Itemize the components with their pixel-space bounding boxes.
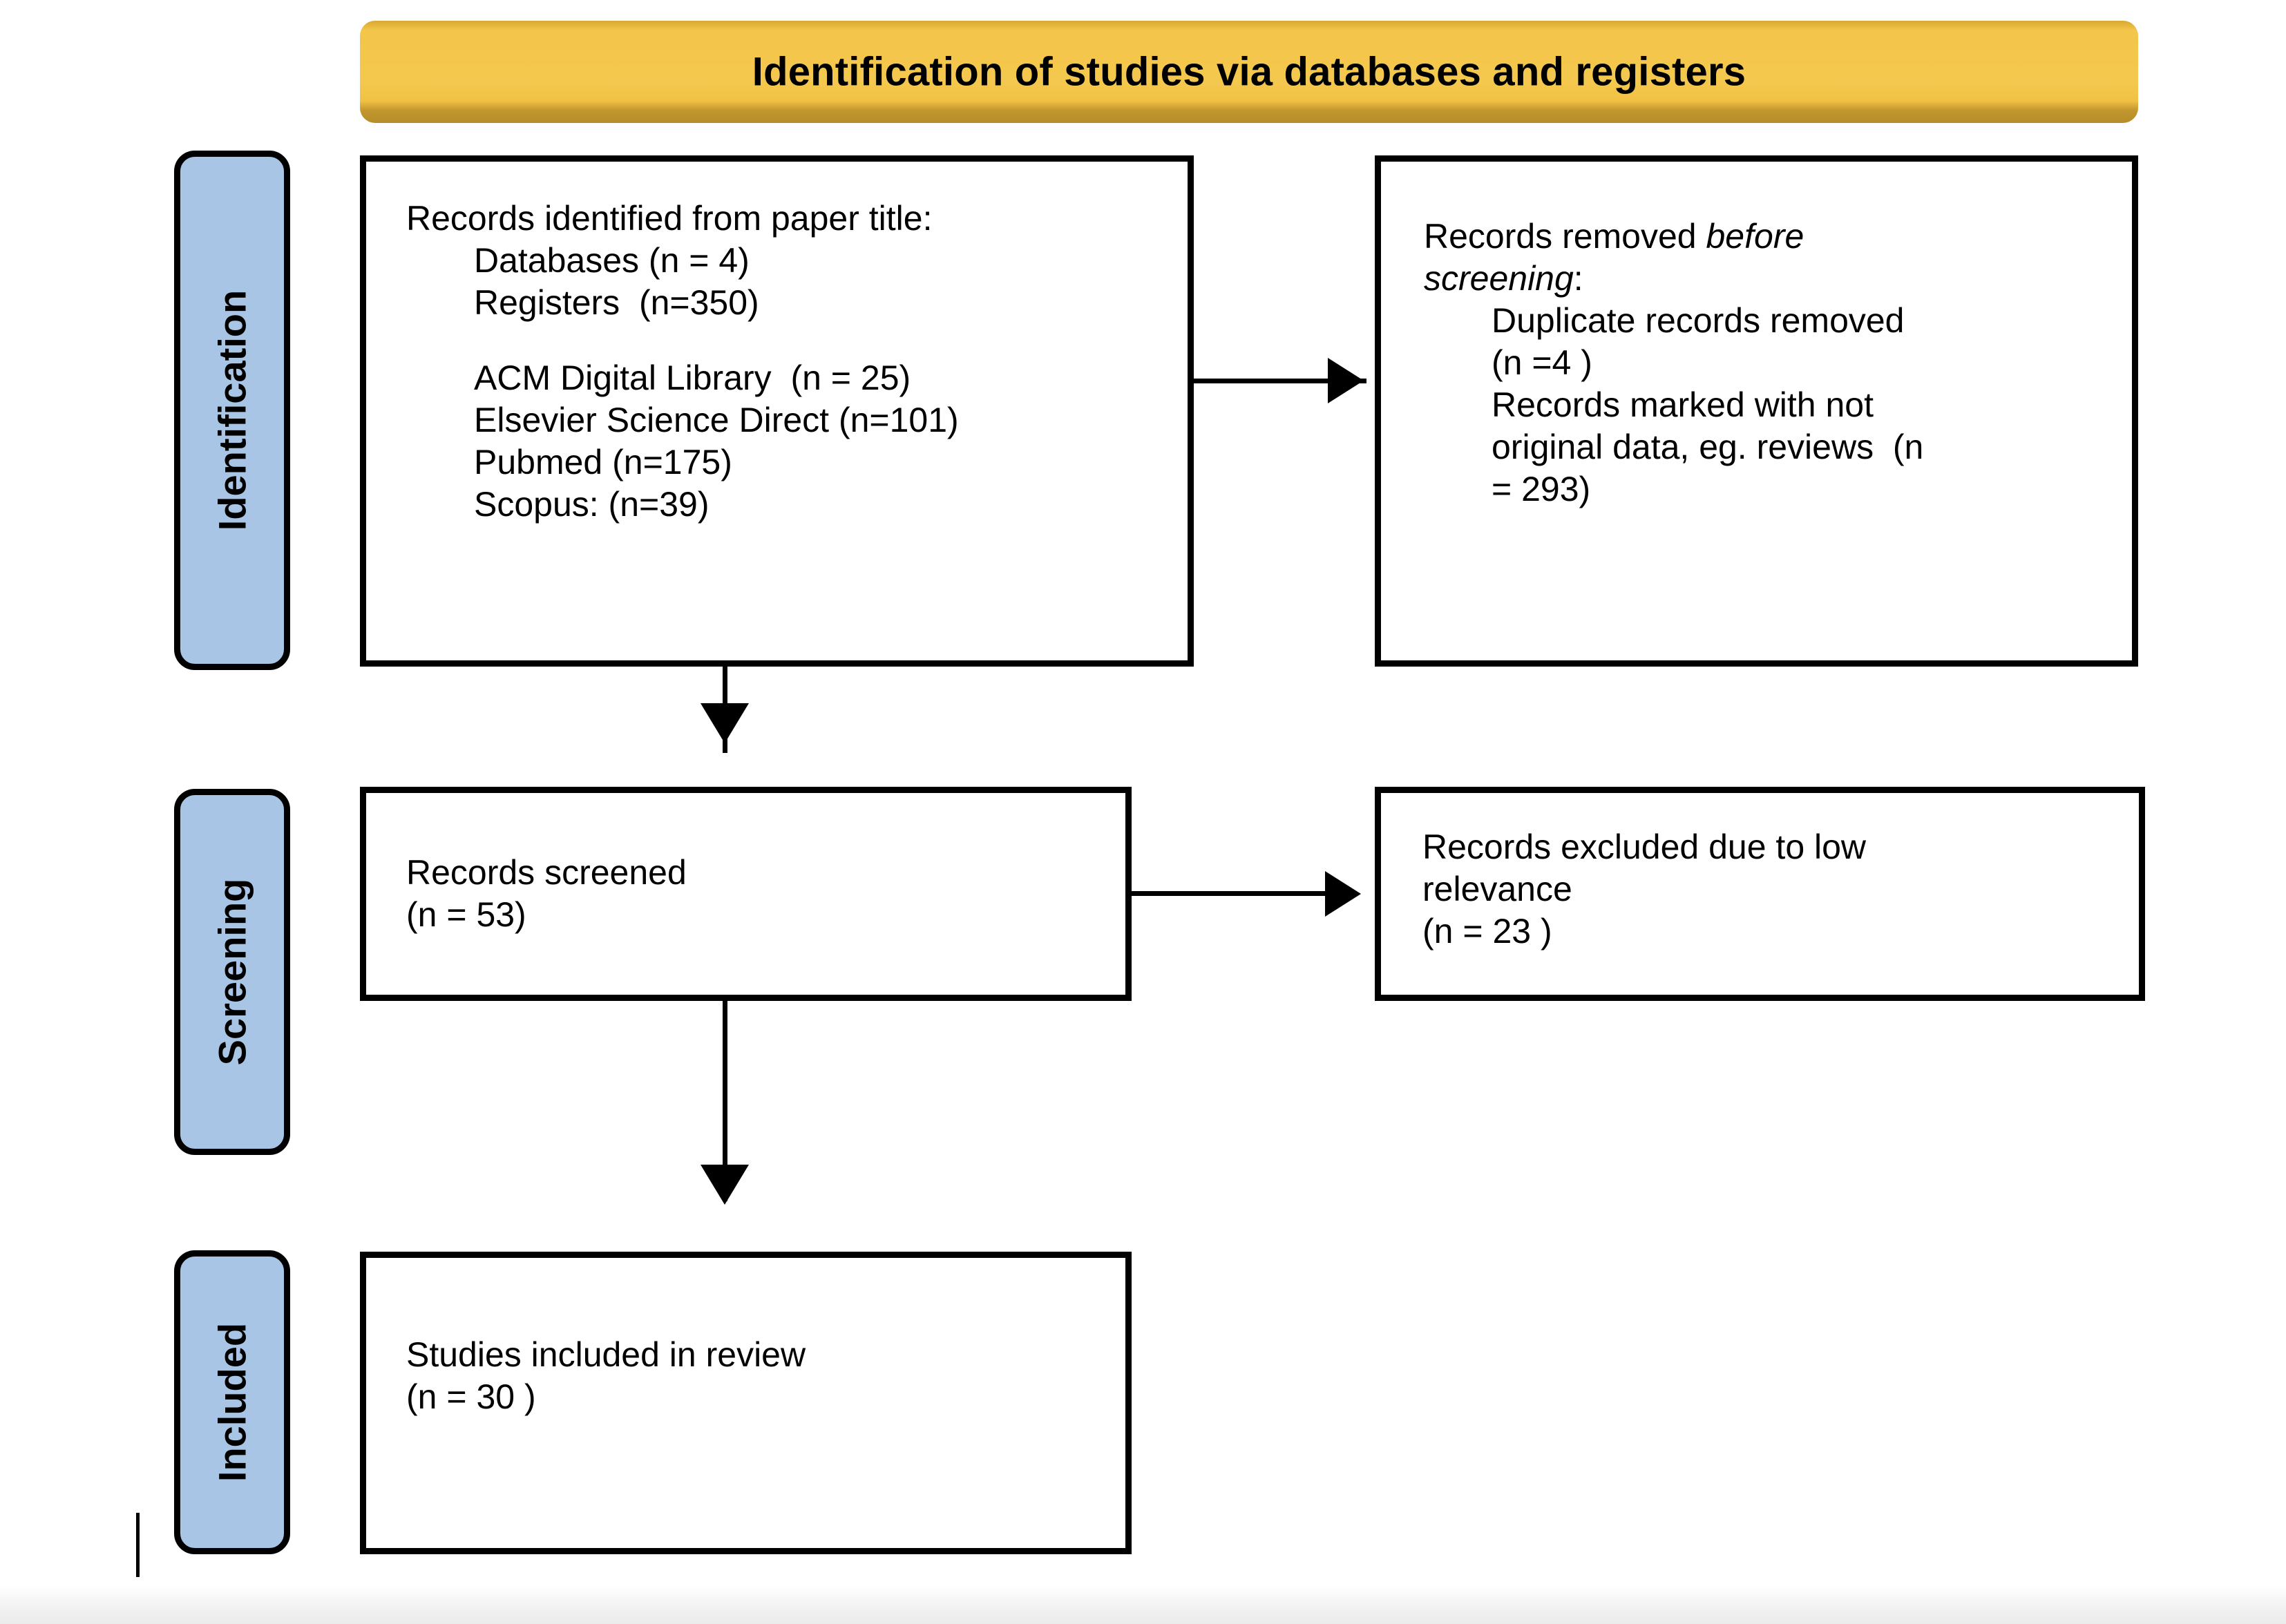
stage-label-screening-text: Screening (210, 878, 254, 1066)
stage-label-screening: Screening (174, 789, 290, 1155)
studies-included-line-1: Studies included in review (406, 1335, 806, 1374)
stage-label-included: Included (174, 1250, 290, 1554)
arrow-screened-to-included-line (723, 1001, 727, 1201)
records-identified-line-6: Scopus: (n=39) (474, 484, 709, 524)
records-removed-line-2: (n =4 ) (1492, 343, 1592, 382)
records-removed-heading-prefix: Records removed (1424, 217, 1706, 256)
stage-label-included-text: Included (210, 1322, 254, 1482)
arrow-screened-to-excluded-head (1325, 871, 1361, 917)
box-records-excluded-text: Records excluded due to low relevance (n… (1422, 826, 2125, 953)
box-records-removed-text: Records removed before screening: Duplic… (1424, 216, 2118, 510)
stage-label-identification: Identification (174, 151, 290, 670)
stage-label-identification-text: Identification (210, 289, 254, 531)
box-studies-included: Studies included in review (n = 30 ) (360, 1252, 1132, 1554)
records-removed-heading-emphasis: before (1706, 217, 1804, 256)
records-removed-heading-colon: : (1573, 259, 1583, 298)
box-records-identified-text: Records identified from paper title: Dat… (406, 198, 1174, 526)
diagram-title-banner: Identification of studies via databases … (360, 21, 2138, 123)
records-removed-heading-line-1: Records removed before (1424, 216, 2118, 258)
arrow-identified-to-removed-head (1328, 358, 1364, 403)
records-screened-line-1: Records screened (406, 853, 687, 892)
records-removed-heading-line-2: screening: (1424, 258, 2118, 300)
records-identified-line-5: Pubmed (n=175) (474, 442, 732, 481)
records-identified-gap (406, 324, 1174, 357)
studies-included-line-2: (n = 30 ) (406, 1377, 536, 1416)
page-margin-tick (136, 1513, 140, 1577)
box-records-removed: Records removed before screening: Duplic… (1375, 155, 2138, 667)
records-removed-heading-emphasis-2: screening (1424, 259, 1574, 298)
records-identified-line-2: Registers (n=350) (474, 283, 759, 322)
page-bottom-band (0, 1586, 2286, 1624)
records-excluded-line-3: (n = 23 ) (1422, 912, 1552, 950)
arrow-screened-to-excluded-line (1132, 891, 1331, 896)
records-removed-line-5: = 293) (1492, 470, 1591, 508)
records-identified-heading: Records identified from paper title: (406, 199, 933, 238)
records-removed-line-3: Records marked with not (1492, 385, 1874, 424)
records-screened-line-2: (n = 53) (406, 895, 526, 934)
records-excluded-line-1: Records excluded due to low (1422, 828, 1867, 866)
records-removed-line-1: Duplicate records removed (1492, 301, 1905, 340)
box-studies-included-text: Studies included in review (n = 30 ) (406, 1334, 1112, 1418)
records-removed-line-4: original data, eg. reviews (n (1492, 428, 1924, 466)
page-title: Identification of studies via databases … (752, 49, 1746, 95)
records-identified-line-3: ACM Digital Library (n = 25) (474, 358, 911, 397)
arrow-identified-to-screened-head (701, 703, 749, 743)
records-identified-line-1: Databases (n = 4) (474, 241, 750, 280)
arrow-screened-to-included-head (701, 1165, 749, 1205)
box-records-screened: Records screened (n = 53) (360, 787, 1132, 1001)
box-records-identified: Records identified from paper title: Dat… (360, 155, 1194, 667)
box-records-excluded: Records excluded due to low relevance (n… (1375, 787, 2145, 1001)
records-identified-line-4: Elsevier Science Direct (n=101) (474, 400, 959, 439)
records-excluded-line-2: relevance (1422, 870, 1572, 908)
box-records-screened-text: Records screened (n = 53) (406, 852, 1112, 936)
arrow-identified-to-removed-line (1194, 379, 1366, 383)
